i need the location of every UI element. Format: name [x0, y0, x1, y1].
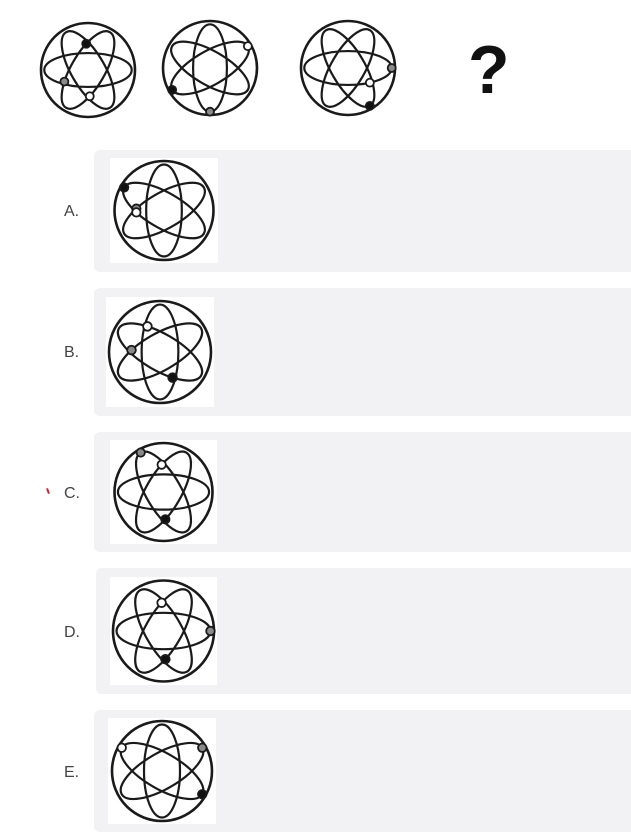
orbit-ellipse — [60, 30, 116, 110]
option-e[interactable]: E. — [0, 710, 631, 832]
outer-ring — [110, 719, 214, 823]
orbit-ellipse — [134, 450, 193, 534]
option-label: E. — [64, 764, 80, 781]
atom-orbit-icon — [113, 441, 214, 543]
option-card[interactable] — [94, 710, 631, 832]
outer-ring — [107, 299, 213, 405]
option-b[interactable]: B. — [0, 288, 631, 416]
sequence-figure-2 — [161, 19, 259, 117]
black-dot — [364, 100, 375, 111]
outer-ring — [113, 441, 214, 543]
atom-orbit-icon — [110, 719, 214, 823]
option-d[interactable]: D. — [0, 568, 631, 694]
option-card[interactable] — [94, 432, 631, 552]
gray-dot — [59, 76, 70, 87]
option-card[interactable] — [94, 150, 631, 272]
orbit-ellipse — [43, 51, 133, 89]
gray-dot — [205, 625, 216, 637]
orbit-ellipse — [116, 473, 211, 511]
black-dot — [167, 84, 178, 95]
orbit-ellipse — [303, 49, 393, 87]
orbit-ellipse — [142, 723, 182, 819]
orbit-ellipse — [134, 588, 193, 674]
outer-ring — [161, 19, 259, 117]
atom-orbit-icon — [111, 579, 216, 683]
outer-ring — [39, 21, 137, 119]
option-image — [110, 158, 218, 263]
white-dot — [131, 207, 142, 218]
black-dot — [119, 182, 130, 193]
outer-ring — [299, 19, 397, 117]
white-dot — [142, 321, 153, 332]
outer-ring — [111, 579, 216, 683]
black-dot — [160, 654, 171, 665]
outer-ring — [113, 159, 215, 262]
black-dot — [167, 372, 178, 383]
atom-orbit-icon — [107, 299, 213, 405]
white-dot — [156, 459, 167, 470]
sequence-figure-1 — [39, 21, 137, 119]
gray-dot — [126, 344, 137, 356]
orbit-ellipse — [122, 181, 206, 240]
gray-dot — [205, 106, 215, 117]
option-label: C. — [64, 485, 80, 502]
black-dot — [81, 38, 92, 49]
option-c[interactable]: C. — [0, 432, 631, 552]
option-card[interactable] — [94, 288, 631, 416]
orbit-ellipse — [320, 28, 376, 108]
sequence-figure-3 — [299, 19, 397, 117]
black-dot — [197, 789, 208, 800]
white-dot — [156, 597, 167, 608]
option-label: A. — [64, 203, 80, 220]
atom-orbit-icon — [113, 159, 215, 262]
orbit-ellipse — [191, 23, 229, 113]
black-dot — [160, 514, 171, 525]
option-image — [106, 297, 214, 407]
gray-dot — [135, 447, 146, 458]
option-image — [110, 440, 217, 544]
gray-dot — [197, 742, 208, 753]
white-dot — [364, 77, 375, 88]
white-dot — [116, 742, 127, 753]
gray-dot — [386, 63, 397, 73]
option-card[interactable] — [96, 568, 631, 694]
orbit-ellipse — [115, 611, 212, 651]
white-dot — [84, 91, 95, 102]
option-label: D. — [64, 624, 80, 641]
orbit-ellipse — [170, 40, 250, 96]
orbit-ellipse — [60, 30, 116, 110]
orbit-ellipse — [134, 588, 193, 674]
option-a[interactable]: A. — [0, 150, 631, 272]
white-dot — [242, 41, 253, 52]
question-mark: ? — [468, 32, 510, 108]
option-image — [110, 577, 217, 685]
orbit-ellipse — [116, 322, 204, 382]
orbit-ellipse — [116, 322, 204, 382]
option-label: B. — [64, 344, 80, 361]
orbit-ellipse — [140, 303, 180, 401]
option-image — [108, 718, 216, 824]
orbit-ellipse — [145, 163, 183, 258]
